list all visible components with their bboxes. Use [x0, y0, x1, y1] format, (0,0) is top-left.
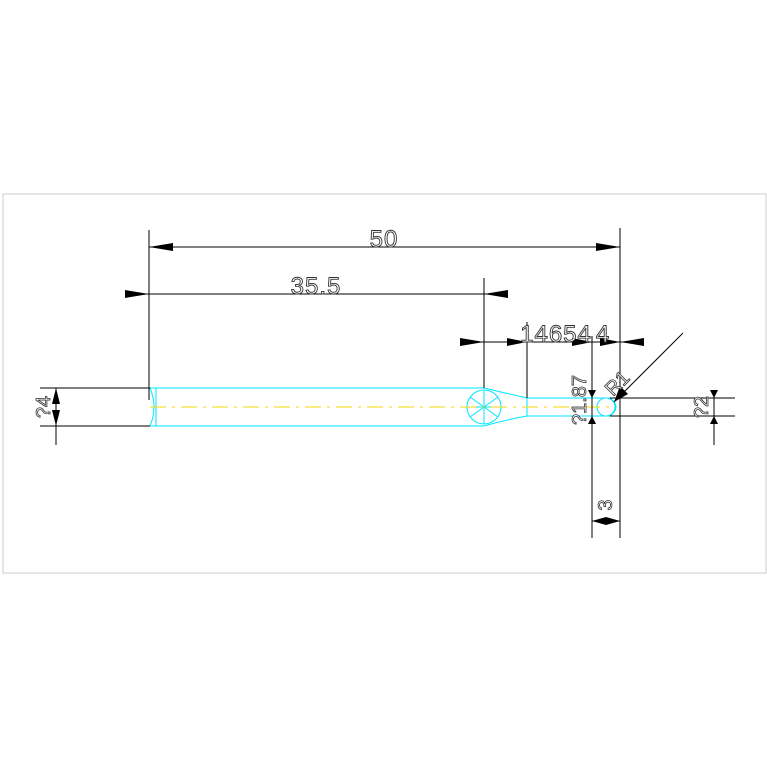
dim-tip-diameter: ?2	[691, 396, 713, 418]
dim-tip-length: 4	[596, 321, 610, 348]
dim-neck-length: 14654	[520, 321, 592, 348]
dim-neck-diameter: ?1.87	[569, 375, 591, 425]
dim-tip-offset: 3	[595, 499, 617, 510]
drawing-border	[2, 193, 767, 574]
dim-shank-length: 35.5	[291, 273, 342, 300]
dimension-lines	[40, 228, 735, 538]
dim-overall-length: 50	[370, 226, 399, 253]
dim-shank-diameter: ?4	[33, 396, 55, 418]
